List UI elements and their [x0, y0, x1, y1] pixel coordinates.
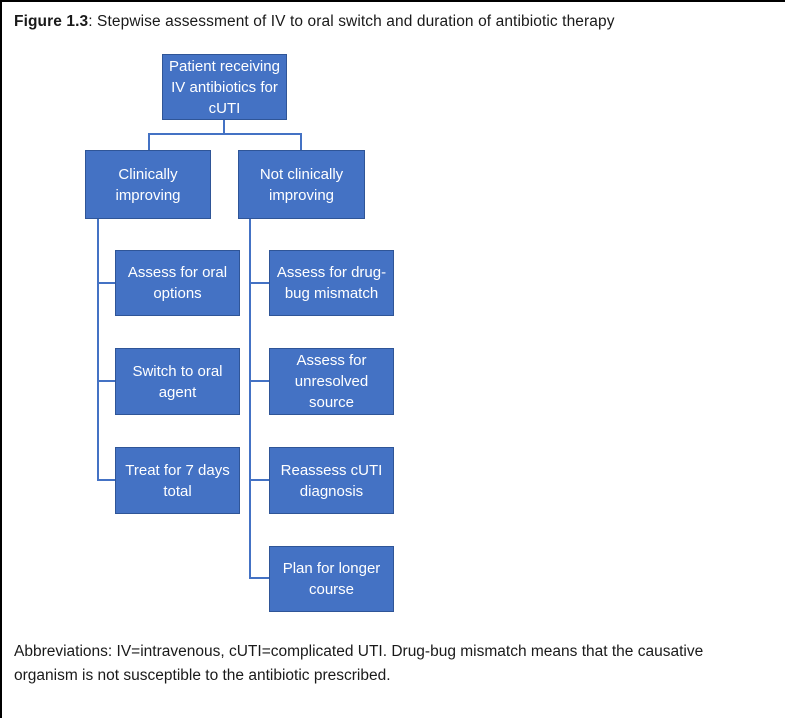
connector-right-stub-1 [249, 282, 269, 284]
connector-left-drop [148, 133, 150, 150]
flow-node-assess-oral-options: Assess for oral options [115, 250, 240, 316]
flow-node-not-clinically-improving: Not clinically improving [238, 150, 365, 219]
abbreviations-footnote: Abbreviations: IV=intravenous, cUTI=comp… [14, 643, 704, 684]
flow-node-drug-bug-mismatch: Assess for drug-bug mismatch [269, 250, 394, 316]
figure-title: Figure 1.3: Stepwise assessment of IV to… [14, 13, 774, 31]
connector-right-stub-3 [249, 479, 269, 481]
connector-left-stub-3 [97, 479, 115, 481]
connector-right-stub-2 [249, 380, 269, 382]
figure-label: Figure 1.3 [14, 13, 89, 30]
flow-node-unresolved-source: Assess for unresolved source [269, 348, 394, 415]
figure-title-text: : Stepwise assessment of IV to oral swit… [88, 13, 615, 30]
connector-right-stub-4 [249, 577, 269, 579]
flow-node-clinically-improving: Clinically improving [85, 150, 211, 219]
connector-branch-bar [148, 133, 302, 135]
connector-root-stem [223, 120, 225, 133]
flow-node-plan-longer-course: Plan for longer course [269, 546, 394, 612]
connector-left-stub-2 [97, 380, 115, 382]
flow-node-switch-to-oral-agent: Switch to oral agent [115, 348, 240, 415]
connector-left-stub-1 [97, 282, 115, 284]
connector-right-trunk [249, 219, 251, 579]
flow-node-root: Patient receiving IV antibiotics for cUT… [162, 54, 287, 120]
connector-right-drop [300, 133, 302, 150]
flow-node-treat-7-days: Treat for 7 days total [115, 447, 240, 514]
connector-left-trunk [97, 219, 99, 481]
flow-node-reassess-cuti: Reassess cUTI diagnosis [269, 447, 394, 514]
